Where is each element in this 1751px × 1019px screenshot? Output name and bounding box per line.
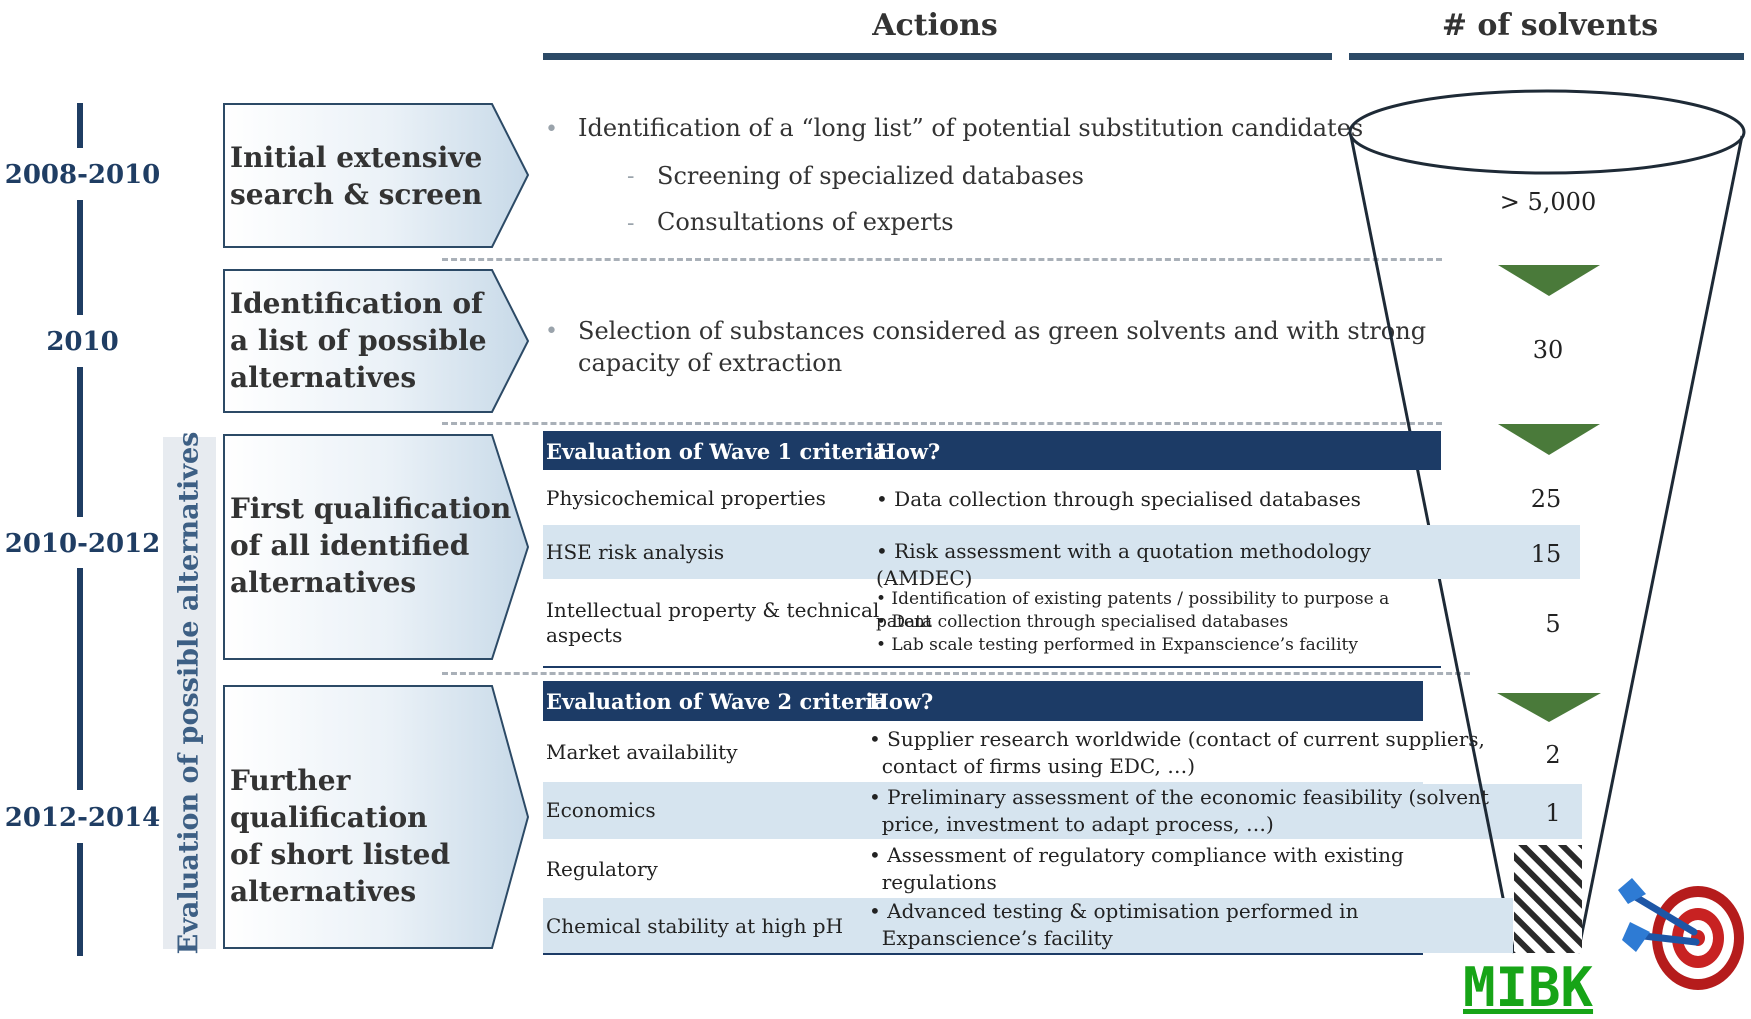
table-row: Market availability • Supplier research …: [543, 724, 1485, 780]
actions-header-rule: [543, 53, 1332, 60]
stage-label-line: search & screen: [230, 178, 483, 211]
timeline-year-2012-2014: 2012-2014: [4, 803, 161, 833]
result-mibk: MIBK: [1463, 956, 1594, 1019]
wave1-criteria-header: Evaluation of Wave 1 criteria: [546, 439, 887, 464]
side-label: Evaluation of possible alternatives: [173, 431, 205, 955]
stage-identification: Identification of a list of possible alt…: [222, 268, 532, 414]
timeline-line: [77, 200, 83, 315]
solvent-count: 15: [1530, 540, 1562, 568]
criterion-cell: Chemical stability at high pH: [546, 914, 844, 938]
how-cell: • Risk assessment with a quotation metho…: [876, 539, 1371, 590]
dash-icon: -: [627, 164, 635, 189]
solvent-count: 1: [1545, 799, 1561, 827]
stage-label-line: of all identified: [230, 529, 470, 562]
criterion-cell: aspects: [546, 623, 623, 647]
action-bullet-line: Selection of substances considered as gr…: [578, 317, 1427, 345]
how-cell: • Assessment of regulatory compliance wi…: [869, 843, 1404, 867]
table-row: Chemical stability at high pH • Advanced…: [543, 898, 1513, 953]
criterion-cell: Market availability: [546, 740, 738, 764]
solvent-count: 25: [1530, 485, 1562, 513]
side-label-box: [163, 437, 216, 949]
stage-further-qualification: Further qualification of short listed al…: [222, 684, 532, 950]
stage-label-line: Further qualification: [230, 764, 428, 834]
stage-initial-search: Initial extensive search & screen: [222, 102, 532, 249]
table-row: HSE risk analysis • Risk assessment with…: [543, 525, 1441, 590]
table-bottom-rule: [543, 666, 1441, 668]
criterion-cell: HSE risk analysis: [546, 540, 725, 564]
solvent-count: 30: [1532, 336, 1564, 364]
solvents-header: # of solvents: [1441, 8, 1659, 43]
how-cell: • Identification of existing patents / p…: [876, 589, 1390, 632]
criterion-cell: Regulatory: [546, 857, 658, 881]
wave2-table-header: Evaluation of Wave 2 criteria How?: [543, 681, 1423, 721]
chevron-shape: [223, 103, 530, 248]
bullet-icon: •: [545, 319, 558, 344]
stage-label-line: First qualification: [230, 492, 512, 525]
how-cell: • Lab scale testing performed in Expansc…: [876, 635, 1358, 655]
how-cell: Expanscience’s facility: [869, 926, 1113, 950]
how-cell: • Advanced testing & optimisation perfor…: [869, 899, 1359, 923]
criterion-cell: Economics: [546, 798, 656, 822]
chevron-shape: [223, 434, 530, 660]
timeline-line: [77, 843, 83, 956]
wave1-table-header: Evaluation of Wave 1 criteria How?: [543, 431, 1441, 470]
funnel-hatch: [1514, 845, 1582, 953]
stage-label-line: alternatives: [230, 875, 417, 908]
how-cell: regulations: [869, 870, 997, 894]
how-cell: contact of firms using EDC, …): [869, 754, 1196, 778]
timeline-year-2010-2012: 2010-2012: [4, 529, 161, 559]
down-arrow-icon: [1498, 424, 1600, 455]
dash-icon: -: [627, 211, 635, 236]
wave2-criteria-header: Evaluation of Wave 2 criteria: [546, 689, 887, 714]
target-darts-icon: [1618, 878, 1744, 990]
table-bottom-rule: [543, 953, 1423, 955]
separator-line: [442, 672, 1470, 675]
timeline-year-2010: 2010: [46, 327, 119, 357]
how-cell: price, investment to adapt process, …): [869, 812, 1274, 836]
timeline-year-2008-2010: 2008-2010: [4, 160, 161, 190]
action-bullet-line: capacity of extraction: [578, 349, 843, 377]
solvent-count: > 5,000: [1499, 188, 1597, 216]
stage-label-line: alternatives: [230, 361, 417, 394]
wave1-how-header: How?: [876, 439, 941, 464]
criterion-cell: Physicochemical properties: [546, 486, 826, 510]
down-arrow-icon: [1497, 693, 1601, 722]
wave2-how-header: How?: [869, 689, 934, 714]
timeline-line: [77, 568, 83, 790]
table-row: Physicochemical properties • Data collec…: [543, 475, 1441, 523]
funnel-rim: [1348, 89, 1746, 175]
solvents-header-rule: [1349, 53, 1744, 60]
bullet-icon: •: [545, 117, 558, 142]
separator-line: [442, 258, 1442, 261]
actions-header: Actions: [872, 8, 998, 43]
separator-line: [442, 422, 1442, 425]
table-row: Intellectual property & technical aspect…: [543, 582, 1441, 666]
how-cell: • Data collection through specialised da…: [876, 487, 1361, 511]
stage-label-line: Identification of: [230, 287, 484, 320]
how-cell: • Preliminary assessment of the economic…: [869, 785, 1489, 809]
stage-label-line: a list of possible: [230, 324, 487, 357]
timeline-line: [77, 367, 83, 517]
solvent-count: 2: [1545, 741, 1561, 769]
action-sub-item: Consultations of experts: [657, 208, 954, 236]
chevron-shape: [223, 269, 530, 413]
how-cell: • Data collection through specialised da…: [876, 612, 1289, 632]
timeline-line: [77, 103, 83, 148]
action-sub-item: Screening of specialized databases: [657, 162, 1084, 190]
chevron-shape: [223, 685, 530, 949]
stage-label-line: of short listed: [230, 838, 451, 871]
stage-label-line: alternatives: [230, 566, 417, 599]
criterion-cell: Intellectual property & technical: [546, 598, 880, 622]
solvent-count: 5: [1545, 610, 1561, 638]
table-row: Regulatory • Assessment of regulatory co…: [543, 841, 1423, 896]
down-arrow-icon: [1498, 265, 1600, 296]
action-bullet: Identification of a “long list” of poten…: [578, 114, 1364, 142]
stage-first-qualification: First qualification of all identified al…: [222, 433, 532, 661]
how-cell: • Supplier research worldwide (contact o…: [869, 727, 1485, 751]
table-row: Economics • Preliminary assessment of th…: [543, 782, 1489, 839]
stage-label-line: Initial extensive: [230, 141, 483, 174]
